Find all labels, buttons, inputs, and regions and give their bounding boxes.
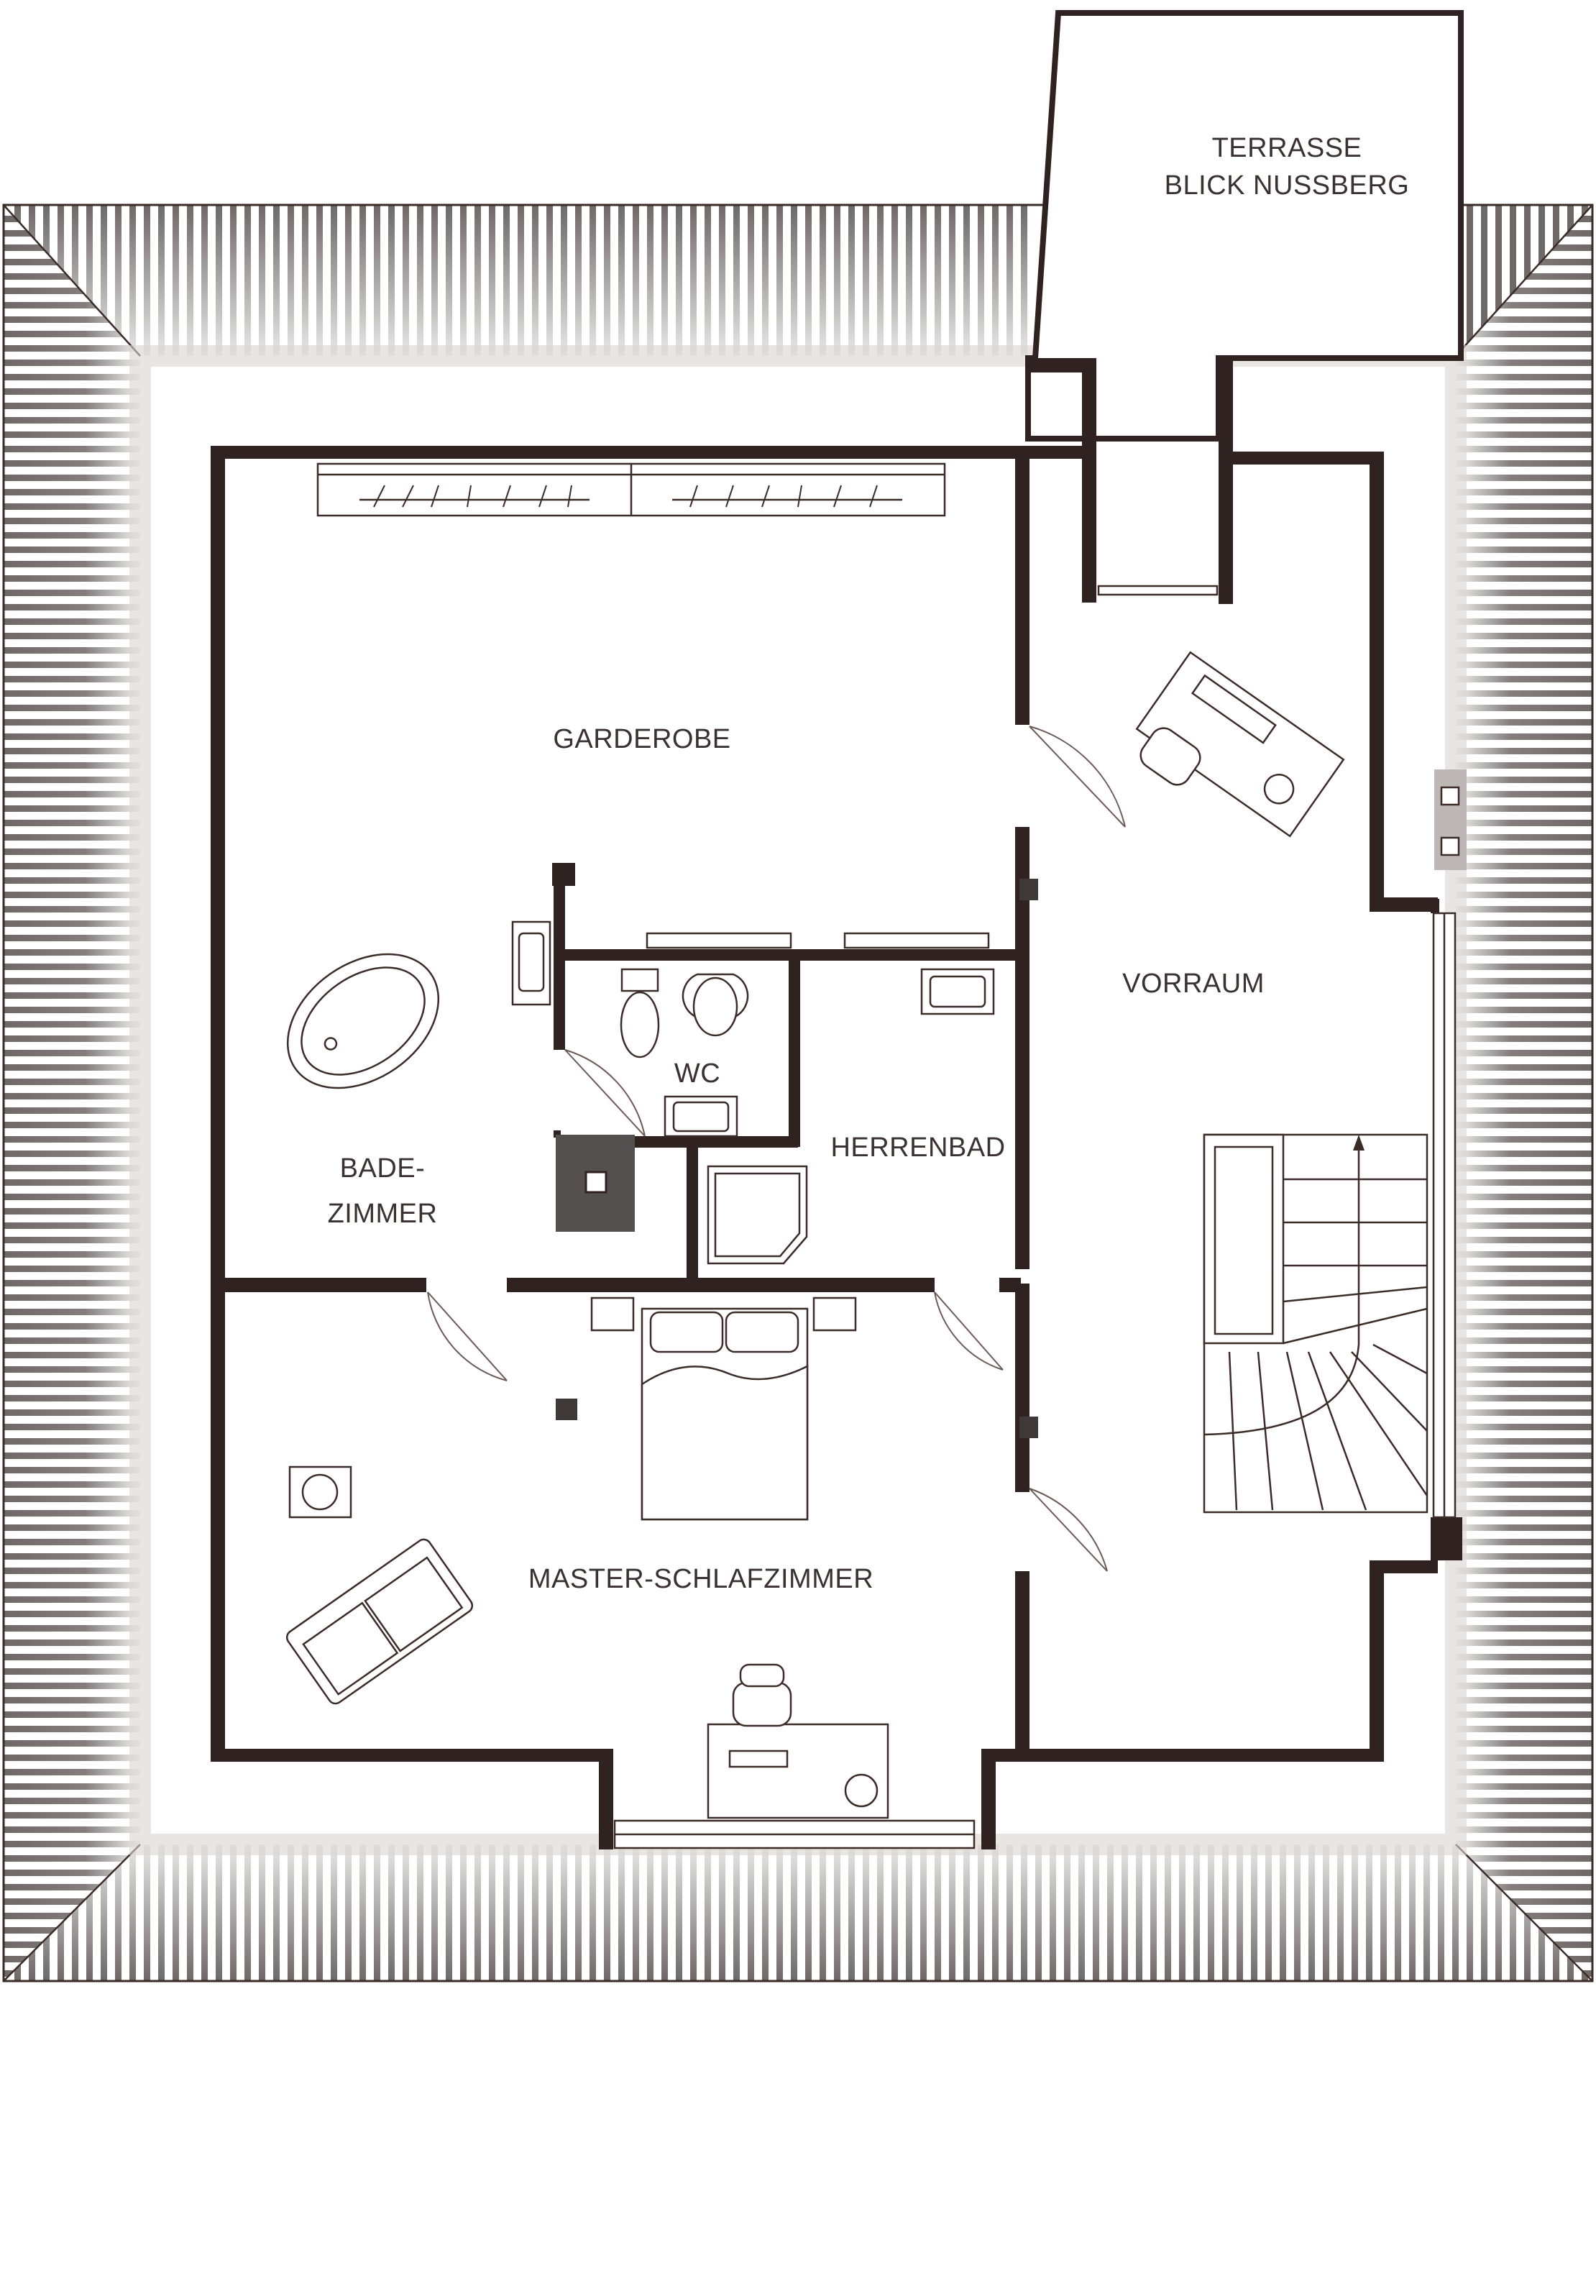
badezimmer-label-sub: ZIMMER	[328, 1199, 438, 1229]
terrace-label-sub: BLICK NUSSBERG	[1165, 170, 1410, 201]
bathtub-icon	[286, 953, 440, 1089]
side-table	[288, 1465, 352, 1519]
master-bedroom-label: MASTER-SCHLAFZIMMER	[528, 1564, 873, 1594]
bath-shelf	[646, 932, 990, 949]
badezimmer-label: BADE-	[340, 1153, 426, 1184]
walls	[211, 358, 1462, 1849]
vorraum-label: VORRAUM	[1122, 969, 1265, 999]
shower-icon	[707, 1165, 808, 1265]
staircase-icon	[1203, 1133, 1428, 1514]
office-chair-icon	[1139, 727, 1201, 786]
bed-icon	[590, 1296, 857, 1521]
garderobe-label: GARDEROBE	[553, 724, 730, 754]
terrace-label: TERRASSE	[1212, 133, 1362, 163]
desk-master	[707, 1663, 889, 1819]
wc-label: WC	[674, 1058, 720, 1089]
windows	[613, 585, 1467, 1849]
sofa-icon	[285, 1538, 474, 1705]
sink-icon	[511, 920, 995, 1138]
desk-icon	[1135, 651, 1345, 838]
toilet-icon	[620, 968, 749, 1058]
door-swing-icon	[427, 726, 1126, 1572]
herrenbad-label: HERRENBAD	[830, 1133, 1005, 1163]
wardrobe-icon	[316, 462, 946, 517]
